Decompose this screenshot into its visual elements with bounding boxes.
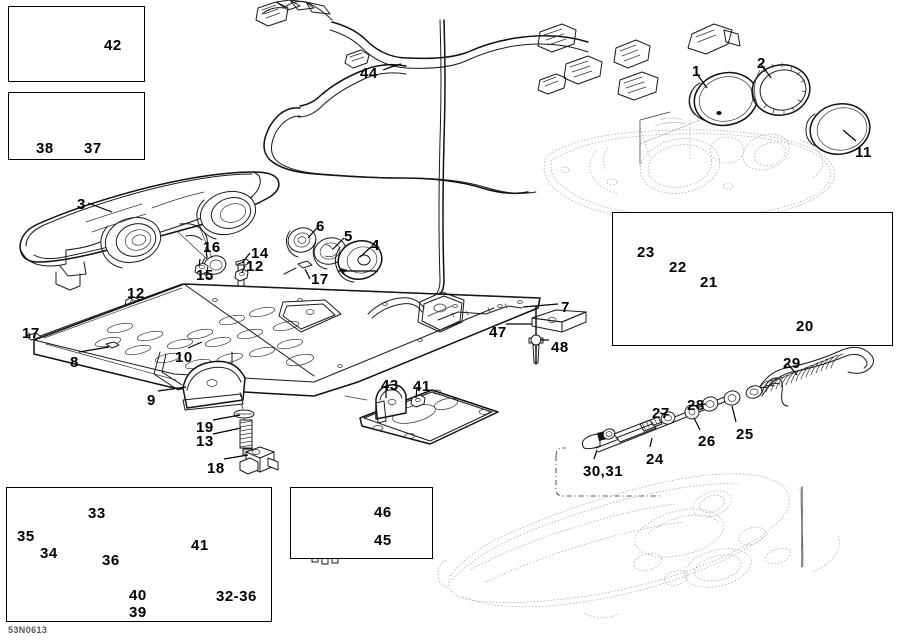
callout-41-upper: 41 <box>413 378 431 395</box>
callout-3: 3 <box>77 196 86 213</box>
callout-44: 44 <box>360 65 378 82</box>
part-3-steering-cowl <box>19 171 280 291</box>
callout-27: 27 <box>652 405 670 422</box>
part-6-bushing <box>285 227 318 258</box>
callout-11: 11 <box>855 144 872 161</box>
callout-7: 7 <box>561 299 570 316</box>
inset-box-20-23 <box>612 212 893 346</box>
callout-8: 8 <box>70 354 79 371</box>
part-17-bolt-right <box>283 260 313 280</box>
callout-34: 34 <box>40 545 58 562</box>
callout-29: 29 <box>783 355 801 372</box>
hull-outline-ghost <box>437 473 840 619</box>
inset-box-37-38 <box>8 92 145 160</box>
callout-13: 13 <box>196 433 214 450</box>
callout-23: 23 <box>637 244 655 261</box>
callout-24: 24 <box>646 451 664 468</box>
part-44-wiring-harness <box>255 0 741 301</box>
callout-1: 1 <box>692 63 701 80</box>
callout-16: 16 <box>203 239 221 256</box>
callout-32-36: 32-36 <box>216 588 257 605</box>
part-19-13-18-spring-stack <box>212 391 279 475</box>
part-11-gauge-cover <box>805 103 871 155</box>
callout-36: 36 <box>102 552 120 569</box>
callout-46: 46 <box>374 504 392 521</box>
callout-19: 19 <box>196 419 214 436</box>
callout-33: 33 <box>88 505 106 522</box>
part-2-bezel-ring <box>751 62 811 116</box>
callout-18: 18 <box>207 460 225 477</box>
instrument-console-ghost <box>543 111 835 223</box>
part-10-mounting-plate <box>33 283 559 397</box>
callout-14: 14 <box>251 245 269 262</box>
callout-42: 42 <box>104 37 122 54</box>
callout-21: 21 <box>700 274 718 291</box>
callout-2: 2 <box>757 55 766 72</box>
part-15-16-grommet-knob <box>177 227 227 280</box>
lanyard-tether-assembly <box>555 346 874 497</box>
callout-17-right: 17 <box>311 271 329 288</box>
inset-box-42 <box>8 6 145 82</box>
part-4-end-cap <box>334 240 383 283</box>
callout-37: 37 <box>84 140 102 157</box>
callout-39: 39 <box>129 604 147 621</box>
callout-4: 4 <box>371 237 380 254</box>
callout-28: 28 <box>687 397 705 414</box>
callout-40: 40 <box>129 587 147 604</box>
part-47-48-clip-rivet <box>506 305 587 365</box>
callout-20: 20 <box>796 318 814 335</box>
callout-17-left: 17 <box>22 325 40 342</box>
callout-5: 5 <box>344 228 353 245</box>
callout-10: 10 <box>175 349 193 366</box>
callout-12-upper: 12 <box>246 258 264 275</box>
callout-30-31: 30,31 <box>583 463 624 480</box>
part-1-gauge-lens <box>688 71 759 127</box>
callout-38: 38 <box>36 140 54 157</box>
callout-25: 25 <box>736 426 754 443</box>
inset-box-45-46 <box>290 487 433 559</box>
callout-12-lower: 12 <box>127 285 145 302</box>
callout-6: 6 <box>316 218 325 235</box>
sheet-code: 53N0613 <box>8 625 48 635</box>
part-12-nut-upper <box>234 265 249 282</box>
callout-43: 43 <box>381 377 399 394</box>
callout-26: 26 <box>698 433 716 450</box>
callout-15: 15 <box>196 267 214 284</box>
callout-45: 45 <box>374 532 392 549</box>
callout-41-lower: 41 <box>191 537 209 554</box>
callout-47: 47 <box>489 324 507 341</box>
callout-22: 22 <box>669 259 687 276</box>
part-9-support-cover <box>157 360 246 411</box>
inset-box-32-36 <box>6 487 272 622</box>
part-43-41-base-plate <box>344 383 499 445</box>
callout-9: 9 <box>147 392 156 409</box>
callout-35: 35 <box>17 528 35 545</box>
callout-48: 48 <box>551 339 569 356</box>
